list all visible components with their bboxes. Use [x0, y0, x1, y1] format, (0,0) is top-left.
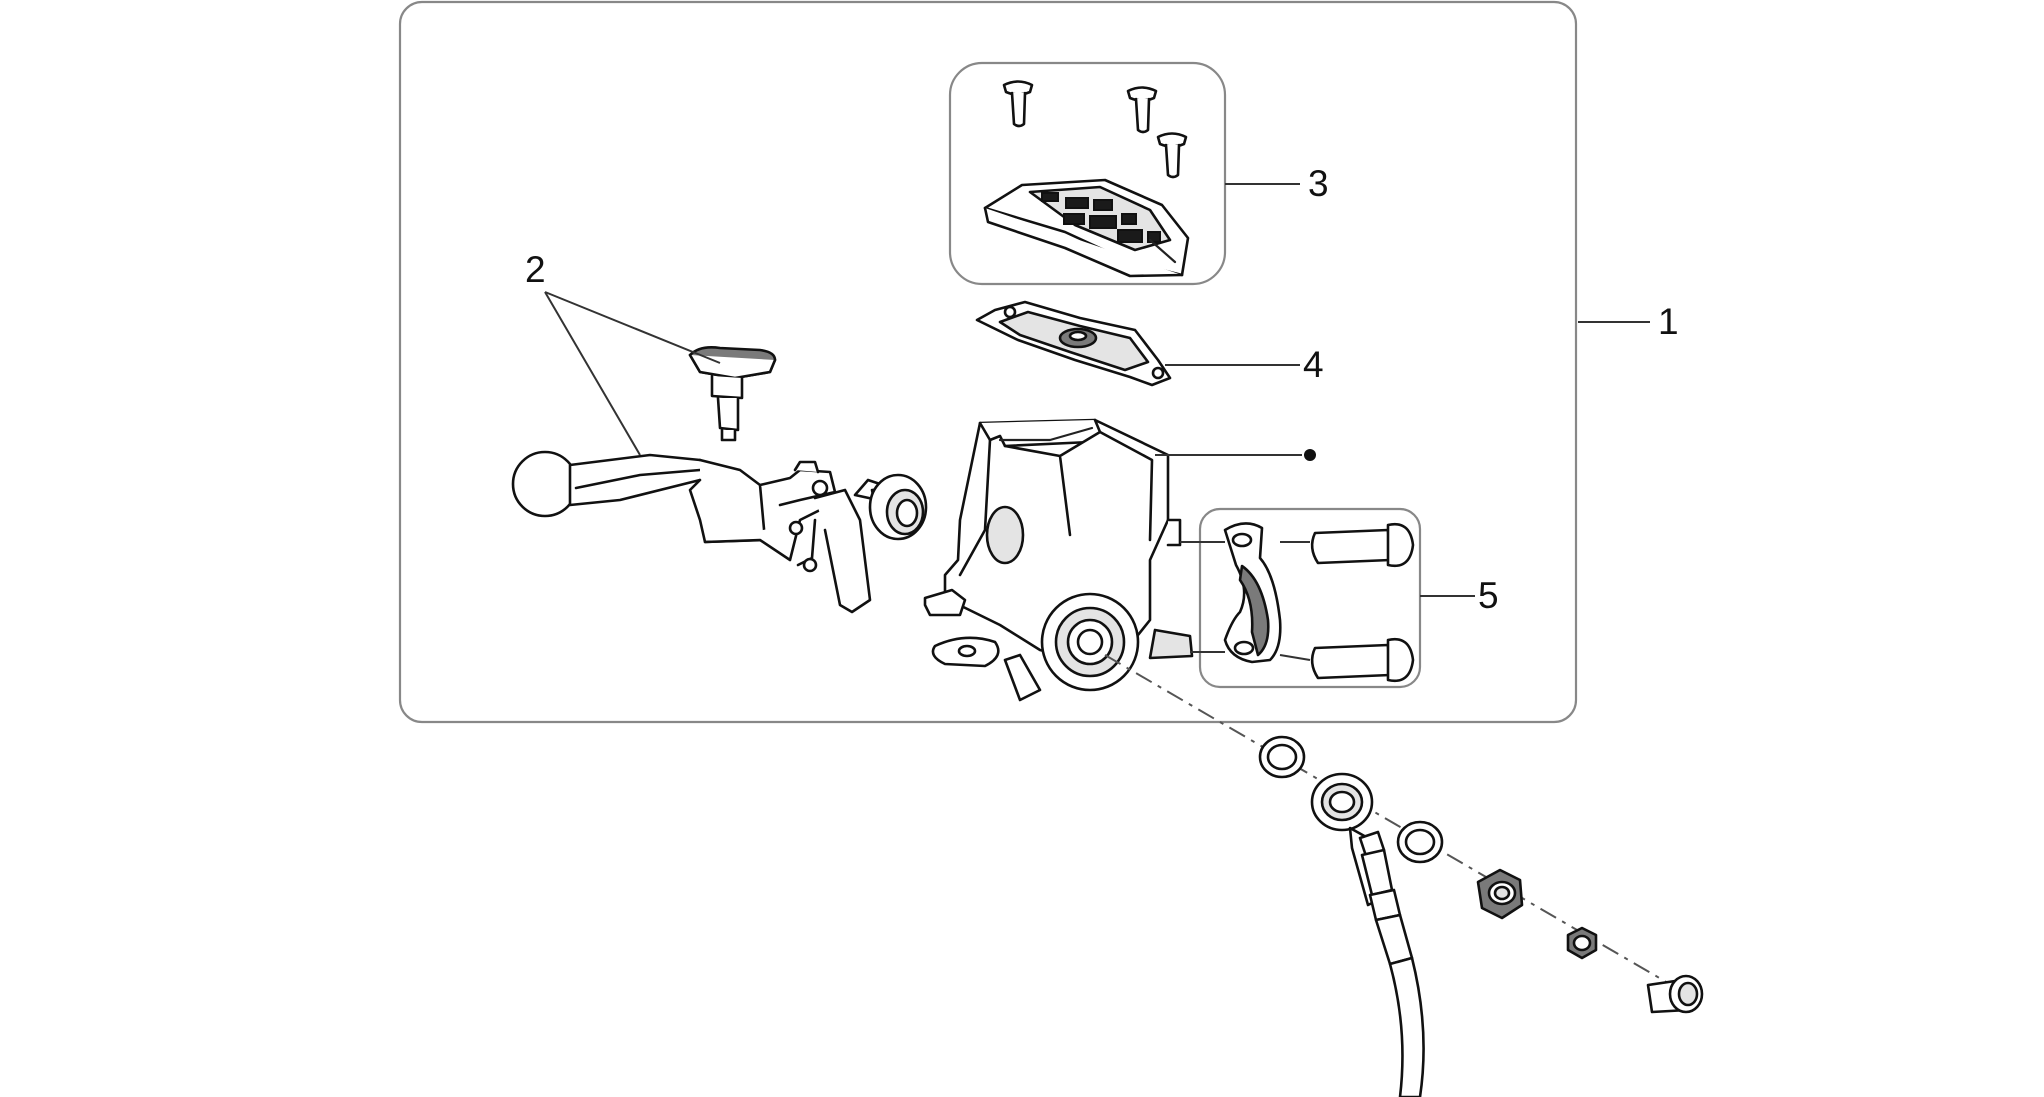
banjo-bolt	[1476, 868, 1524, 920]
clamp-assembly-line	[1279, 654, 1311, 661]
sealing-washer	[1258, 735, 1306, 779]
bullet-dot	[1304, 449, 1316, 461]
reservoir-cover	[983, 178, 1190, 278]
callout-1: 1	[1658, 301, 1679, 342]
assembly-frame-1	[398, 0, 1578, 724]
brake-hose	[1358, 830, 1425, 1097]
leader-line-2	[544, 291, 641, 456]
lever-adjuster-knob	[688, 346, 777, 442]
callout-3: 3	[1308, 163, 1329, 204]
clamp-bolt	[1310, 522, 1415, 568]
cover-screw	[1156, 132, 1188, 179]
leader-line-2	[544, 291, 721, 364]
reservoir-diaphragm	[975, 300, 1172, 387]
sealing-washer	[1396, 820, 1444, 864]
master-cylinder-body	[923, 418, 1194, 702]
clamp-bolt	[1310, 637, 1415, 683]
kit-frame-3	[948, 61, 1227, 286]
kit-frame-5	[1198, 507, 1422, 689]
cover-screw	[1126, 86, 1158, 134]
callout-5: 5	[1478, 575, 1499, 616]
cover-screw	[1002, 80, 1034, 128]
brake-lever	[511, 450, 928, 614]
handlebar-clamp	[1223, 522, 1282, 664]
bleed-cap	[1646, 974, 1704, 1014]
callout-2: 2	[525, 249, 546, 290]
callout-4: 4	[1303, 344, 1324, 385]
bleed-nipple	[1566, 926, 1598, 960]
